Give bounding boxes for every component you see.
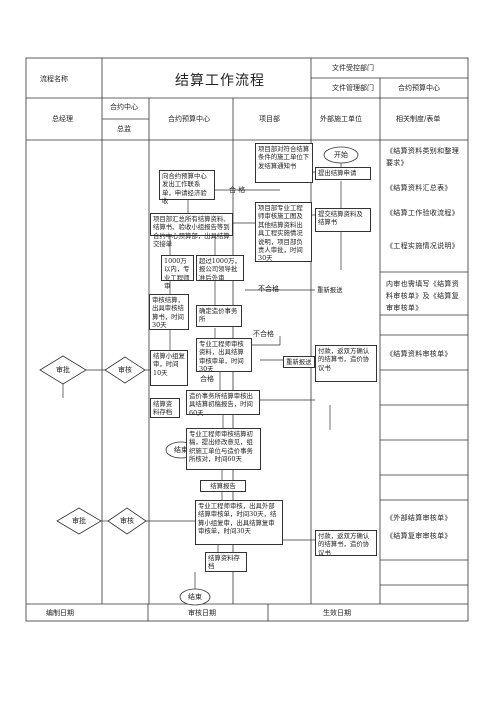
ref-doc-8: 《结算复审审核单》 (386, 532, 452, 540)
node-group-review: 结算小组复审，时间10天 (150, 350, 188, 386)
process-title: 结算工作流程 (175, 73, 265, 89)
flow-label-resubmit-1: 重新报送 (315, 285, 345, 297)
flow-label-qualified: 合 格 (229, 186, 246, 194)
column-gm: 总经理 (52, 115, 73, 123)
doc-management-dept-label: 文件管理部门 (332, 84, 374, 92)
node-submit-docs: 提交结算资料及结算书 (315, 208, 371, 232)
review-2-label: 审核 (120, 517, 134, 525)
approve-2-label: 审批 (72, 517, 86, 525)
node-under-1000: 1000万以内，专业工程师审 (161, 255, 194, 290)
column-project-dept: 项目部 (259, 115, 280, 123)
start-label: 开始 (334, 151, 348, 159)
node-project-summary: 项目部汇总所有结算资料、结算书、验收小组报告等到合约中心预算部，出具结算交接单 (150, 213, 233, 248)
footer-review-date: 审核日期 (188, 609, 216, 617)
column-contract-center-bottom: 总监 (117, 125, 131, 133)
node-confirm-consultant: 确定造价事务所 (196, 305, 242, 327)
flow-label-unqualified-1: 不合格 (258, 285, 279, 293)
node-engineer-review: 专业工程师审核资料，出具结算审核审单，时间30天 (196, 338, 252, 373)
ref-doc-3: 《结算工作验收流程》 (386, 209, 459, 217)
column-contract-center-top: 合约中心 (110, 103, 138, 111)
ref-doc-5: 内审也需填写《结算资料审核单》及《结算复审审核单》 (386, 280, 459, 312)
node-consultant-check: 造价事务所结算审核出具结算初稿报告，时间60天 (186, 390, 260, 417)
node-settlement-report: 结算报告 (200, 480, 246, 492)
column-related-docs: 相关制度/表单 (396, 115, 441, 123)
approve-1-label: 审批 (56, 366, 70, 374)
footer-effective-date: 生效日期 (323, 609, 351, 617)
node-project-notice: 项目部对符合结算条件的施工单位下发结算通知书 (255, 143, 313, 183)
ref-doc-7: 《外部结算审核单》 (386, 514, 452, 522)
review-1-label: 审核 (118, 366, 132, 374)
footer-prepared-date: 编制日期 (46, 609, 74, 617)
doc-receiving-dept-label: 文件受控部门 (332, 64, 374, 72)
ref-doc-4: 《工程实施情况说明》 (386, 242, 459, 250)
flow-label-resubmit-2: 重新报送 (283, 356, 315, 368)
column-construction-unit: 外部施工单位 (320, 115, 362, 123)
column-budget-center: 合约预算中心 (168, 115, 210, 123)
ref-doc-1: 《结算资料类别和整理要求》 (386, 147, 459, 167)
node-project-check: 项目部专业工程师审核施工图及其他结算资料出具工程实施情况说明，项目部负责人审批，… (255, 202, 312, 262)
node-engineer-final: 专业工程师审核，出具外部结算审核单，时间30天，结算小组复审，出具结算复审审核单… (195, 500, 283, 545)
flow-label-unqualified-2: 不合格 (253, 330, 274, 338)
process-name-label: 流程名称 (40, 75, 68, 83)
flow-label-qualified-2: 合格 (200, 375, 214, 383)
node-archive-1: 结算资料存档 (150, 398, 180, 418)
doc-management-dept-value: 合约预算中心 (398, 84, 440, 92)
node-over-1000: 超过1000万，报公司领导批准后外审 (196, 255, 244, 282)
node-payment-2: 付款，返双方确认的结算书，造价协议书 (315, 530, 377, 557)
end-mid-label: 结束 (174, 446, 188, 454)
node-review-report: 审核结算，出具审核结算书，时间30天 (149, 294, 189, 330)
node-submit-request: 提出结算申请 (315, 167, 371, 180)
node-engineer-preliminary: 专业工程师审核结算初稿，提出修改意见，组织施工单位与造价事务所核对，时间60天 (186, 428, 261, 470)
node-contract-contact: 向合约预算中心发出工作联系单，申请经济验收 (159, 170, 215, 205)
ref-doc-2: 《结算资料汇总表》 (386, 184, 452, 192)
node-payment-1: 付款，返双方确认的结算书，造价协议书 (315, 345, 377, 382)
ref-doc-6: 《结算资料审核单》 (386, 350, 452, 358)
end-bottom-label: 结束 (188, 593, 202, 601)
node-archive-2: 结算资料存档 (205, 552, 247, 572)
